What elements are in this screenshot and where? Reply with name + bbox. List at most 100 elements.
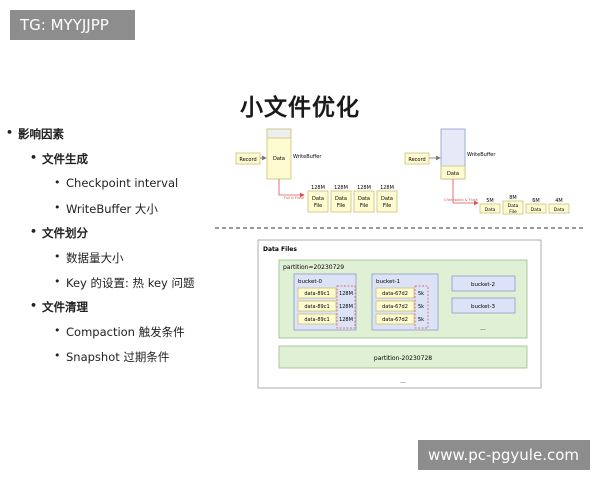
partition-label: partition-20230728 — [374, 355, 432, 362]
outline-item: •Key 的设置: 热 key 问题 — [54, 275, 195, 290]
data-file-label: File — [509, 209, 517, 215]
file-label: data-67d2 — [382, 317, 408, 323]
data-file-box — [479, 203, 501, 214]
file-size: 128M — [339, 317, 353, 323]
data-file-box — [353, 190, 375, 213]
outline-item: •数据量大小 — [54, 250, 124, 265]
data-file-label: File — [360, 203, 368, 209]
writebuffer-label: WriteBuffer — [293, 154, 322, 160]
file-size: 5k — [418, 304, 424, 310]
record-box — [404, 152, 430, 165]
file-box — [297, 313, 337, 325]
outline-item: •文件划分 — [30, 225, 88, 240]
data-file-label: Data — [485, 207, 496, 213]
data-file-label: Data — [312, 196, 324, 202]
bucket-label: bucket-3 — [471, 304, 496, 310]
file-size: 5k — [418, 317, 424, 323]
diagram-canvas: Record Data WriteBuffer Full & Flush 128… — [215, 128, 585, 389]
bullet-icon: • — [54, 275, 61, 288]
data-file-label: Data — [531, 207, 542, 213]
writebuffer-data-label: Data — [273, 156, 285, 162]
file-size: 128M — [339, 291, 353, 297]
data-file-box — [502, 200, 524, 215]
file-box — [297, 300, 337, 312]
writebuffer-label: WriteBuffer — [467, 152, 496, 158]
file-size: 128M — [339, 304, 353, 310]
flush-arrow — [452, 179, 479, 206]
data-file-box — [330, 190, 352, 213]
file-size-label: 128M — [380, 185, 394, 191]
bullet-icon: • — [30, 225, 38, 238]
outline-item: •Snapshot 过期条件 — [54, 349, 170, 364]
data-file-box — [376, 190, 398, 213]
bullet-icon: • — [30, 151, 38, 164]
flush-arrow — [278, 179, 305, 198]
data-files-title: Data Files — [263, 246, 297, 253]
record-label: Record — [239, 157, 256, 163]
data-file-label: Data — [508, 203, 519, 209]
bullet-icon: • — [54, 324, 61, 337]
right-file-group: 5M Data 8M Data File 6M Data 4M Data — [479, 195, 570, 215]
data-file-label: File — [337, 203, 345, 209]
bullet-icon: • — [6, 126, 14, 139]
bucket-ellipsis: ... — [480, 325, 486, 332]
flush-label: Full & Flush — [284, 196, 304, 200]
file-box — [375, 313, 415, 325]
file-box — [297, 287, 337, 299]
file-label: data-67d2 — [382, 291, 408, 297]
bullet-icon: • — [54, 250, 61, 263]
data-file-box — [307, 190, 329, 213]
file-size-label: 6M — [532, 198, 540, 204]
file-box — [375, 300, 415, 312]
left-file-group: 128M Data File 128M Data File 128M Data … — [307, 185, 398, 213]
outline-item: •Compaction 触发条件 — [54, 324, 185, 339]
file-box — [375, 287, 415, 299]
bucket-label: bucket-0 — [298, 279, 323, 285]
flush-label: Checkpoint & Flush — [444, 198, 478, 202]
bullet-icon: • — [54, 176, 61, 189]
file-label: data-89c1 — [304, 291, 329, 297]
right-flow-diagram: Record Data WriteBuffer Checkpoint & Flu… — [404, 128, 570, 215]
size-highlight — [336, 285, 356, 329]
file-size-label: 8M — [509, 195, 517, 201]
writebuffer-data-label: Data — [447, 171, 459, 177]
file-size: 5k — [418, 291, 424, 297]
writebuffer-top — [266, 128, 292, 139]
slide: 小文件优化 •影响因素 •文件生成 •Checkpoint interval •… — [0, 82, 600, 398]
data-file-box — [525, 203, 547, 214]
data-file-label: Data — [554, 207, 565, 213]
outline-item: •文件清理 — [30, 299, 88, 314]
outline-item: •影响因素 — [6, 126, 64, 141]
file-size-label: 4M — [555, 198, 563, 204]
bullet-icon: • — [54, 201, 61, 214]
size-highlight — [414, 285, 429, 329]
outline-item: •WriteBuffer 大小 — [54, 201, 158, 216]
bucket-box — [451, 275, 516, 292]
file-label: data-89c1 — [304, 317, 329, 323]
data-file-label: Data — [381, 196, 393, 202]
file-size-label: 128M — [334, 185, 348, 191]
data-file-label: Data — [358, 196, 370, 202]
watermark-top: TG: MYYJJPP — [10, 10, 135, 40]
bullet-icon: • — [54, 349, 61, 362]
slide-title: 小文件优化 — [240, 95, 360, 121]
bucket-label: bucket-2 — [471, 282, 495, 288]
data-file-label: File — [383, 203, 391, 209]
bucket-box — [451, 297, 516, 314]
bucket-label: bucket-1 — [376, 279, 400, 285]
data-file-box — [548, 203, 570, 214]
file-size-label: 128M — [357, 185, 371, 191]
outline-item: •文件生成 — [30, 151, 88, 166]
data-file-label: File — [314, 203, 322, 209]
watermark-bottom: www.pc-pgyule.com — [418, 440, 590, 470]
file-size-label: 128M — [311, 185, 325, 191]
outline-item: •Checkpoint interval — [54, 176, 179, 190]
bullet-icon: • — [30, 299, 38, 312]
record-box — [235, 152, 261, 165]
partition-ellipsis: ... — [400, 378, 406, 385]
file-label: data-89c1 — [304, 304, 329, 310]
data-files-diagram: Data Files partition=20230729 bucket-0 d… — [257, 239, 542, 389]
record-label: Record — [408, 157, 425, 163]
partition-box — [278, 345, 528, 369]
file-size-label: 5M — [486, 198, 494, 204]
